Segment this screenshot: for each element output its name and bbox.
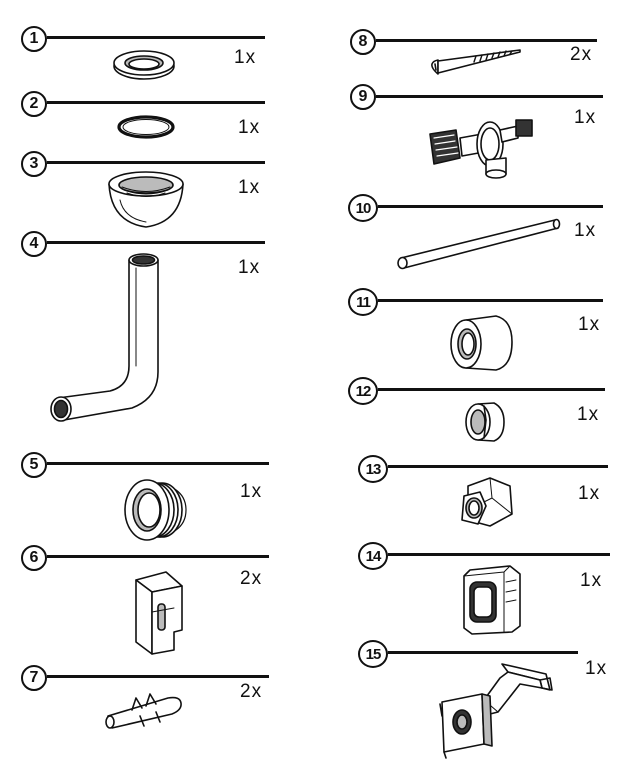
- part-rule: [47, 241, 265, 244]
- part-quantity: 1x: [585, 658, 608, 679]
- ring-icon: [113, 50, 175, 80]
- part-rule: [47, 675, 269, 678]
- part-quantity: 1x: [577, 404, 600, 425]
- part-rule: [47, 462, 269, 465]
- hex-nut-icon: [461, 477, 513, 527]
- part-rule: [378, 299, 603, 302]
- part-number-badge: 13: [358, 455, 388, 483]
- part-rule: [378, 388, 605, 391]
- part-number-badge: 15: [358, 640, 388, 668]
- sleeve-icon: [450, 315, 513, 371]
- part-quantity: 2x: [240, 568, 263, 589]
- split-ring-icon: [465, 402, 505, 442]
- bent-pipe-icon: [50, 253, 159, 422]
- part-quantity: 1x: [574, 107, 597, 128]
- part-number-badge: 10: [348, 194, 378, 222]
- part-number-badge: 3: [21, 151, 47, 177]
- screw-icon: [431, 49, 521, 75]
- part-number-badge: 9: [350, 84, 376, 110]
- part-number-badge: 1: [21, 26, 47, 52]
- ribbed-seal-icon: [124, 479, 187, 541]
- part-rule: [47, 101, 265, 104]
- part-rule: [376, 39, 597, 42]
- part-quantity: 2x: [570, 44, 593, 65]
- wall-clip-icon: [135, 571, 183, 655]
- part-number-badge: 7: [21, 665, 47, 691]
- part-number-badge: 11: [348, 288, 378, 316]
- part-quantity: 1x: [238, 117, 261, 138]
- bracket-icon: [439, 663, 553, 759]
- part-quantity: 1x: [238, 177, 261, 198]
- part-quantity: 2x: [240, 681, 263, 702]
- part-number-badge: 8: [350, 29, 376, 55]
- part-number-badge: 12: [348, 377, 378, 405]
- part-rule: [388, 651, 578, 654]
- straight-rod-icon: [397, 218, 561, 270]
- part-quantity: 1x: [574, 220, 597, 241]
- part-quantity: 1x: [238, 257, 261, 278]
- o-ring-icon: [117, 115, 175, 139]
- part-rule: [47, 555, 269, 558]
- wall-plug-icon: [105, 693, 182, 729]
- part-number-badge: 5: [21, 452, 47, 478]
- part-rule: [378, 205, 603, 208]
- part-rule: [388, 465, 608, 468]
- mounting-plate-icon: [463, 565, 521, 635]
- part-rule: [47, 161, 265, 164]
- part-number-badge: 14: [358, 542, 388, 570]
- part-quantity: 1x: [240, 481, 263, 502]
- part-quantity: 1x: [580, 570, 603, 591]
- angle-valve-icon: [429, 119, 533, 179]
- part-quantity: 1x: [578, 483, 601, 504]
- part-number-badge: 2: [21, 91, 47, 117]
- part-quantity: 1x: [234, 47, 257, 68]
- part-rule: [47, 36, 265, 39]
- part-number-badge: 4: [21, 231, 47, 257]
- part-rule: [388, 553, 610, 556]
- part-number-badge: 6: [21, 545, 47, 571]
- threaded-cup-icon: [108, 171, 184, 228]
- part-rule: [376, 95, 603, 98]
- part-quantity: 1x: [578, 314, 601, 335]
